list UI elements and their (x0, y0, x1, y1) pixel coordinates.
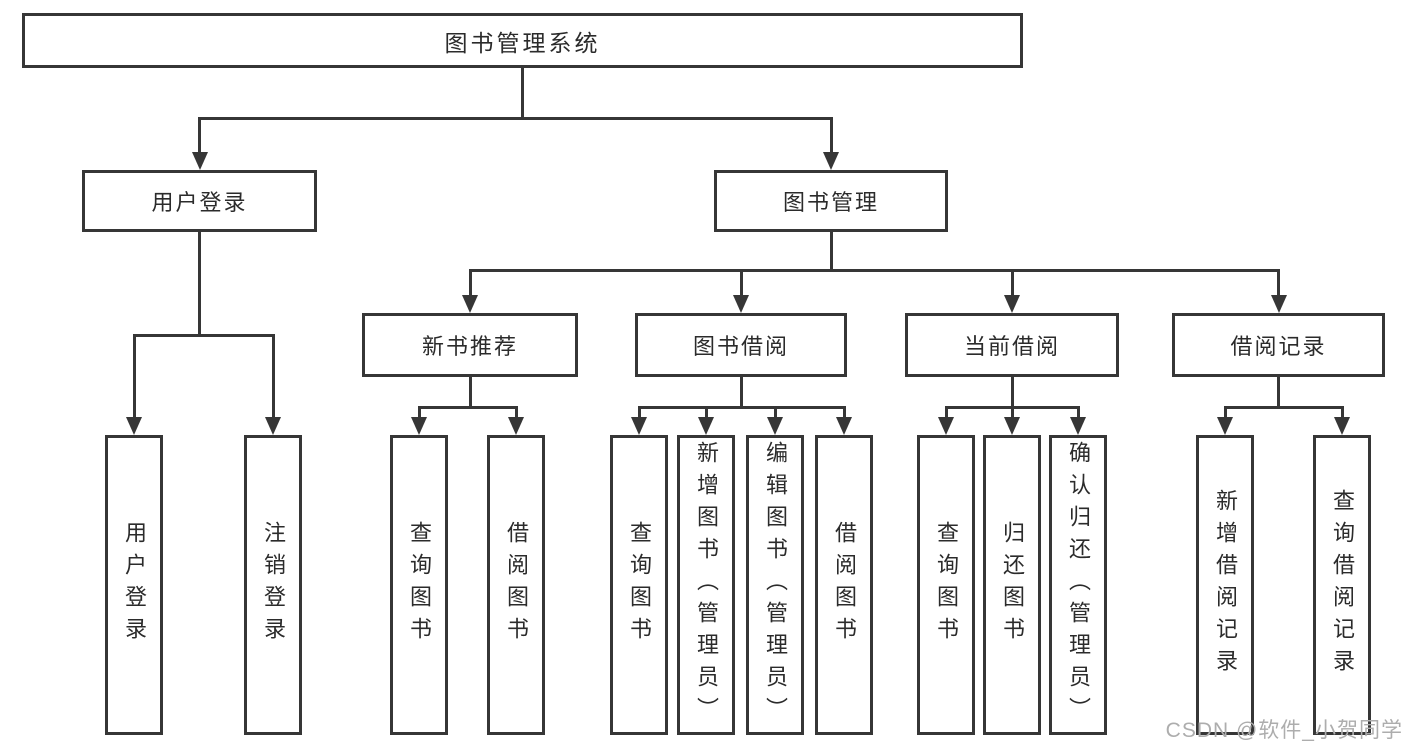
arrowhead-icon (126, 417, 142, 435)
node-leaf-c3: 确认归还（管理员） (1049, 435, 1107, 735)
connector-line (637, 407, 641, 419)
arrowhead-icon (191, 152, 208, 170)
arrowhead-icon (938, 417, 954, 435)
connector-line (468, 377, 472, 407)
connector-line (637, 405, 846, 409)
connector-line (468, 268, 1280, 272)
watermark: CSDN @软件_小贺同学 (1165, 719, 1403, 742)
node-new-rec: 新书推荐 (362, 313, 578, 377)
connector-line (739, 270, 743, 297)
connector-line (1223, 405, 1344, 409)
arrowhead-icon (733, 295, 749, 313)
node-label: 编辑图书（管理员） (763, 441, 788, 729)
connector-line (417, 407, 421, 419)
node-label: 新增借阅记录 (1213, 489, 1238, 681)
node-label: 查询图书 (934, 521, 959, 649)
node-label: 图书管理系统 (444, 29, 601, 56)
node-leaf-b4: 借阅图书 (815, 435, 873, 735)
node-leaf-b1: 查询图书 (610, 435, 668, 735)
arrowhead-icon (631, 417, 647, 435)
arrowhead-icon (462, 295, 478, 313)
node-label: 借阅图书 (832, 521, 857, 649)
arrowhead-icon (1004, 417, 1020, 435)
connector-line (739, 377, 743, 407)
connector-line (1277, 270, 1280, 297)
connector-line (1010, 377, 1014, 407)
connector-line (829, 232, 833, 270)
connector-line (132, 335, 136, 419)
connector-line (521, 68, 524, 118)
node-label: 注销登录 (261, 521, 286, 649)
node-leaf-n1: 查询图书 (390, 435, 448, 735)
arrowhead-icon (698, 417, 714, 435)
node-label: 确认归还（管理员） (1066, 441, 1091, 729)
connector-line (132, 333, 275, 337)
connector-line (198, 232, 201, 335)
arrowhead-icon (1004, 295, 1020, 313)
node-label: 当前借阅 (963, 334, 1060, 359)
node-cur-borrow: 当前借阅 (905, 313, 1119, 377)
node-leaf-u1: 用户登录 (105, 435, 163, 735)
connector-line (1076, 407, 1080, 419)
node-label: 借阅记录 (1230, 334, 1327, 359)
node-label: 用户登录 (151, 190, 248, 215)
connector-line (1010, 407, 1014, 419)
node-borrow-rec: 借阅记录 (1172, 313, 1385, 377)
connector-line (704, 407, 708, 419)
node-user-login: 用户登录 (82, 170, 317, 232)
arrowhead-icon (1334, 417, 1350, 435)
node-label: 图书借阅 (692, 334, 789, 359)
node-book-mgmt: 图书管理 (714, 170, 948, 232)
node-label: 查询图书 (627, 521, 652, 649)
connector-line (1277, 377, 1280, 407)
arrowhead-icon (836, 417, 852, 435)
node-label: 查询借阅记录 (1330, 489, 1355, 681)
node-label: 用户登录 (122, 521, 147, 649)
node-leaf-r1: 新增借阅记录 (1196, 435, 1254, 735)
arrowhead-icon (1070, 417, 1086, 435)
node-leaf-n2: 借阅图书 (487, 435, 545, 735)
connector-line (468, 270, 472, 297)
arrowhead-icon (265, 417, 281, 435)
node-label: 借阅图书 (504, 521, 529, 649)
node-root: 图书管理系统 (22, 13, 1023, 68)
node-label: 新增图书（管理员） (694, 441, 719, 729)
arrowhead-icon (1217, 417, 1233, 435)
arrowhead-icon (1270, 295, 1287, 313)
node-leaf-r2: 查询借阅记录 (1313, 435, 1371, 735)
connector-line (514, 407, 518, 419)
node-leaf-u2: 注销登录 (244, 435, 302, 735)
connector-line (944, 407, 948, 419)
node-book-borrow: 图书借阅 (635, 313, 847, 377)
connector-line (842, 407, 846, 419)
node-label: 归还图书 (1000, 521, 1025, 649)
connector-line (417, 405, 518, 409)
node-leaf-c1: 查询图书 (917, 435, 975, 735)
connector-line (198, 118, 201, 154)
connector-line (829, 118, 833, 154)
connector-line (773, 407, 777, 419)
node-label: 查询图书 (407, 521, 432, 649)
node-label: 图书管理 (782, 190, 879, 215)
connector-line (271, 335, 275, 419)
connector-line (198, 116, 833, 120)
arrowhead-icon (508, 417, 524, 435)
arrowhead-icon (823, 152, 839, 170)
node-label: 新书推荐 (421, 334, 518, 359)
connector-line (1010, 270, 1014, 297)
connector-line (1223, 407, 1227, 419)
connector-line (1340, 407, 1344, 419)
arrowhead-icon (411, 417, 427, 435)
node-leaf-b3: 编辑图书（管理员） (746, 435, 804, 735)
arrowhead-icon (767, 417, 783, 435)
node-leaf-b2: 新增图书（管理员） (677, 435, 735, 735)
node-leaf-c2: 归还图书 (983, 435, 1041, 735)
